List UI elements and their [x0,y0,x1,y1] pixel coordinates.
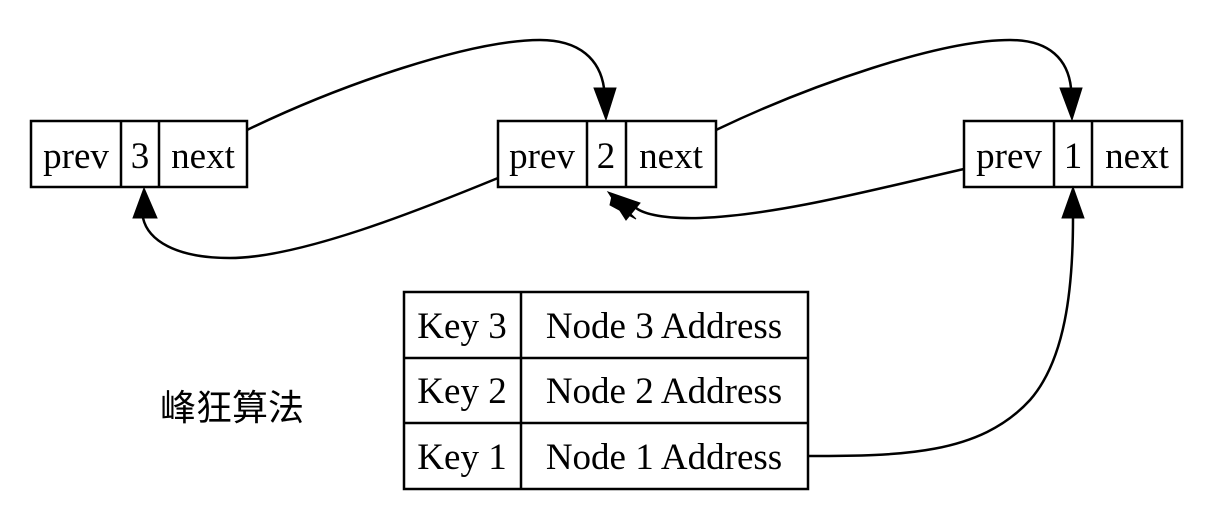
node-3-prev-label: prev [43,136,109,177]
node-3-box [29,119,249,189]
node-1-next-label: next [1105,136,1169,177]
edge-node2-prev-arrowhead [132,186,158,219]
hash-map-table: Key 3 Node 3 Address Key 2 Node 2 Addres… [402,290,810,491]
edge-node3-next-to-node2 [246,38,606,132]
map-row-1-key: Key 3 [417,306,506,347]
edge-node1-prev-arrowhead-fill [606,191,641,221]
node-2-value: 2 [597,136,616,177]
edge-node3-next-arrowhead [593,87,617,122]
map-row-2-key: Key 2 [417,371,506,412]
edge-node2-prev-to-node3 [141,176,499,260]
node-1-prev-label: prev [976,136,1042,177]
list-node-1: prev 1 next [962,119,1184,189]
edge-node2-next-arrowhead [1059,87,1083,122]
node-2-box [496,119,718,189]
edge-map-key1-arrowhead [1061,185,1085,219]
map-row-3-address: Node 1 Address [546,437,782,478]
map-row-2-address: Node 2 Address [546,371,782,412]
node-2-next-label: next [639,136,703,177]
edge-map-key1-to-node1 [807,217,1075,458]
node-1-box [962,119,1184,189]
map-row-1-address: Node 3 Address [546,306,782,347]
edge-node2-next-to-node1 [715,38,1073,132]
node-3-next-label: next [171,136,235,177]
map-row-3-key: Key 1 [417,437,506,478]
watermark-text: 峰狂算法 [160,388,304,429]
list-node-2: prev 2 next [496,119,718,189]
node-3-value: 3 [131,136,150,177]
edge-node1-prev-to-node2 [633,167,965,220]
list-node-3: prev 3 next [29,119,249,189]
hash-map-border [402,290,810,491]
node-1-value: 1 [1064,136,1083,177]
node-2-prev-label: prev [509,136,575,177]
